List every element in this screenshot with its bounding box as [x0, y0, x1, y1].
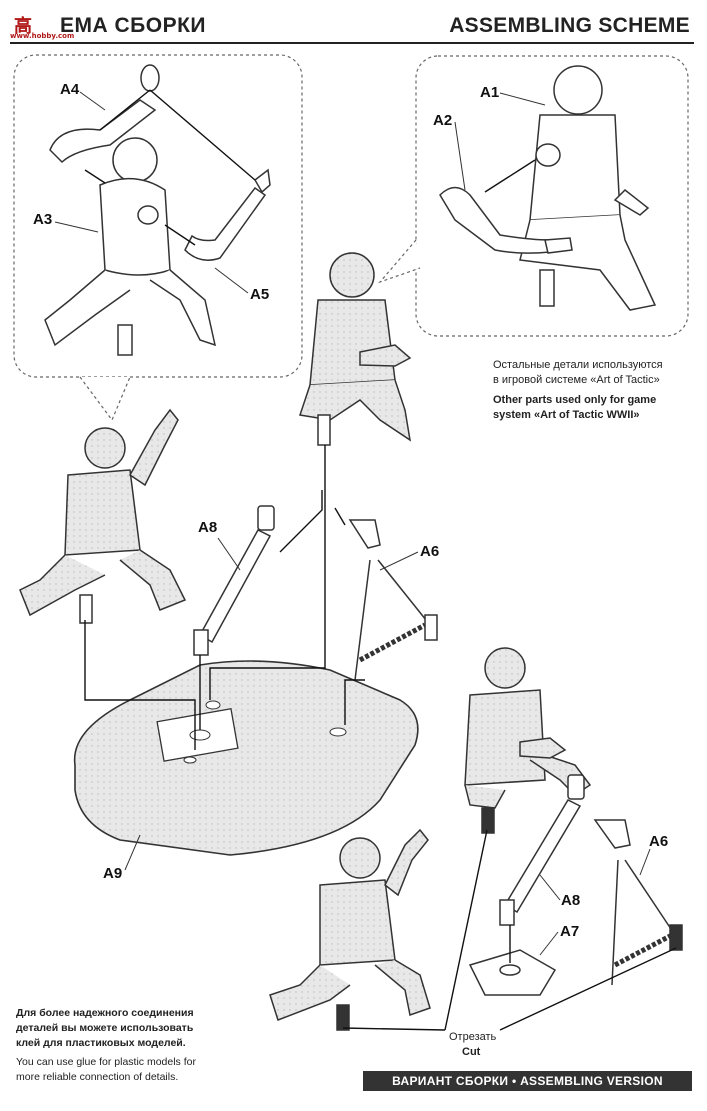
- detail-bubble-left: [13, 54, 303, 422]
- mortar-bipod-a6-bottom: [593, 819, 683, 986]
- assembly-arrows-left: [84, 89, 256, 246]
- part-labels: A4 A3 A5 A1 A2 A8 A6 A9 A6 A8 A7: [33, 81, 668, 940]
- note-glue-ru-3: клей для пластиковых моделей.: [16, 1037, 186, 1049]
- detail-bubble-right: [378, 55, 689, 337]
- note-other-parts-en-1: Other parts used only for game: [493, 394, 657, 406]
- label-a3: A3: [33, 211, 52, 228]
- soldier-figure-center: [299, 252, 412, 446]
- watermark-logo: 高 www.hobby.com: [10, 12, 74, 40]
- label-a2: A2: [433, 112, 452, 129]
- label-a8-bottom: A8: [561, 892, 580, 909]
- mortar-bipod-a6-top: [348, 519, 438, 681]
- title-russian: ЕМА СБОРКИ: [60, 14, 207, 37]
- soldier-figure-left-middle: [19, 408, 187, 624]
- assembly-version-banner: ВАРИАНТ СБОРКИ • ASSEMBLING VERSION: [363, 1071, 692, 1091]
- note-other-parts-en-2: system «Art of Tactic WWII»: [493, 409, 640, 421]
- soldier-figure-detail-left: [44, 64, 271, 356]
- note-glue-ru-1: Для более надежного соединения: [16, 1007, 194, 1019]
- assembly-lines-bottom: [342, 829, 677, 1031]
- soldier-figure-detail-right: [439, 65, 657, 311]
- label-a8-top: A8: [198, 519, 217, 536]
- leader-lines: [54, 91, 651, 956]
- note-glue: Для более надежного соединения деталей в…: [16, 1006, 256, 1085]
- note-other-parts-ru-1: Остальные детали используются: [493, 359, 663, 371]
- label-a6-bottom: A6: [649, 833, 668, 850]
- label-a1: A1: [480, 84, 499, 101]
- logo-subtext: www.hobby.com: [10, 32, 75, 40]
- label-a5: A5: [250, 286, 269, 303]
- baseplate-a7: [468, 949, 557, 996]
- label-a6-top: A6: [420, 543, 439, 560]
- soldier-figure-bottom-left: [269, 828, 431, 1031]
- note-glue-en-2: more reliable connection of details.: [16, 1071, 179, 1083]
- assembly-lines-main: [84, 445, 365, 750]
- mortar-tube-a8-bottom: [499, 774, 585, 926]
- note-other-parts: Остальные детали используются в игровой …: [493, 358, 693, 423]
- mortar-tube-a8-top: [193, 505, 275, 656]
- note-glue-ru-2: деталей вы можете использовать: [16, 1022, 194, 1034]
- base-a9: [73, 660, 419, 856]
- cut-label-ru: Отрезать: [449, 1031, 497, 1043]
- note-other-parts-ru-2: в игровой системе «Art of Tactic»: [493, 374, 660, 386]
- label-a7: A7: [560, 923, 579, 940]
- logo-text: 高: [14, 16, 32, 37]
- title-english: ASSEMBLING SCHEME: [449, 14, 690, 37]
- assembly-arrows-right: [484, 159, 536, 193]
- label-a9: A9: [103, 865, 122, 882]
- note-glue-en-1: You can use glue for plastic models for: [16, 1056, 196, 1068]
- page-header: 高 www.hobby.com ЕМА СБОРКИ ASSEMBLING SC…: [10, 12, 694, 44]
- label-a4: A4: [60, 81, 80, 98]
- cut-label-en: Cut: [462, 1046, 481, 1058]
